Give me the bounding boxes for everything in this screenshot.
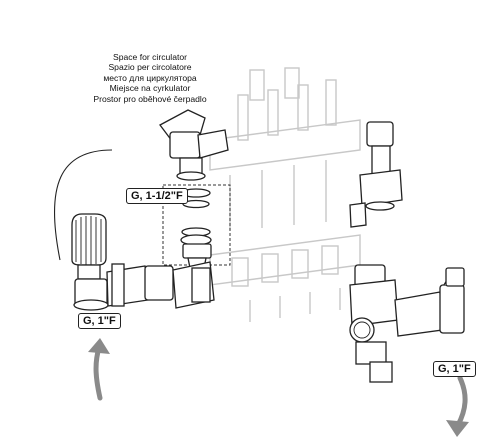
caption-line-cz: Prostor pro oběhové čerpadlo bbox=[93, 93, 207, 104]
circulator-connection-label: G, 1-1/2"F bbox=[126, 188, 188, 204]
caption-line-pl: Miejsce na cyrkulator bbox=[109, 83, 191, 94]
thermostatic-head bbox=[71, 213, 107, 280]
leader-line bbox=[53, 149, 113, 261]
upper-valve bbox=[159, 109, 229, 181]
outlet-arrow-head bbox=[446, 420, 469, 437]
coupling-rings bbox=[180, 188, 212, 269]
outlet-arrow bbox=[455, 375, 468, 428]
outlet-assembly bbox=[349, 264, 465, 383]
inlet-arrow-head bbox=[88, 338, 110, 354]
circulator-caption: Space for circulator Spazio per circolat… bbox=[0, 52, 300, 104]
inlet-assembly bbox=[73, 261, 215, 311]
ghost-manifold bbox=[209, 67, 361, 322]
caption-line-it: Spazio per circolatore bbox=[108, 62, 192, 73]
outlet-connection-label: G, 1"F bbox=[433, 361, 476, 377]
caption-line-ru: место для циркулятора bbox=[103, 72, 197, 83]
inlet-connection-label: G, 1"F bbox=[78, 313, 121, 329]
right-upper-valve bbox=[349, 121, 403, 228]
caption-line-en: Space for circulator bbox=[112, 52, 188, 62]
inlet-arrow bbox=[93, 345, 103, 401]
